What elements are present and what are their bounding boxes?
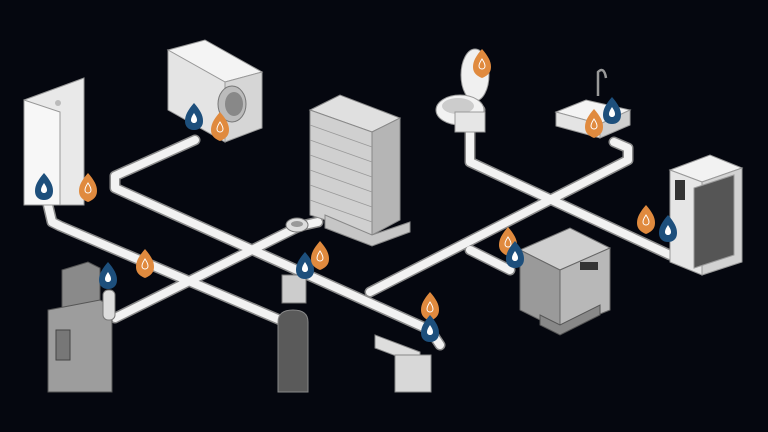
- water-filter: [374, 334, 432, 393]
- combi-oven: [668, 154, 744, 276]
- leak-sensor-icon: [310, 240, 330, 271]
- water-drop-sensor-icon: [99, 262, 117, 289]
- leak-sensor-icon: [135, 248, 155, 279]
- shower: [23, 77, 85, 206]
- office-building: [308, 94, 411, 247]
- washing-machine: [166, 39, 264, 143]
- water-dispenser: [47, 261, 116, 393]
- toilet: [435, 48, 490, 133]
- water-drop-sensor-icon: [603, 97, 621, 124]
- espresso-machine: [518, 227, 612, 336]
- water-softener-tank: [277, 274, 309, 393]
- leak-sensor-icon: [636, 204, 656, 235]
- water-drop-sensor-icon: [421, 315, 439, 342]
- water-meter: [285, 217, 309, 233]
